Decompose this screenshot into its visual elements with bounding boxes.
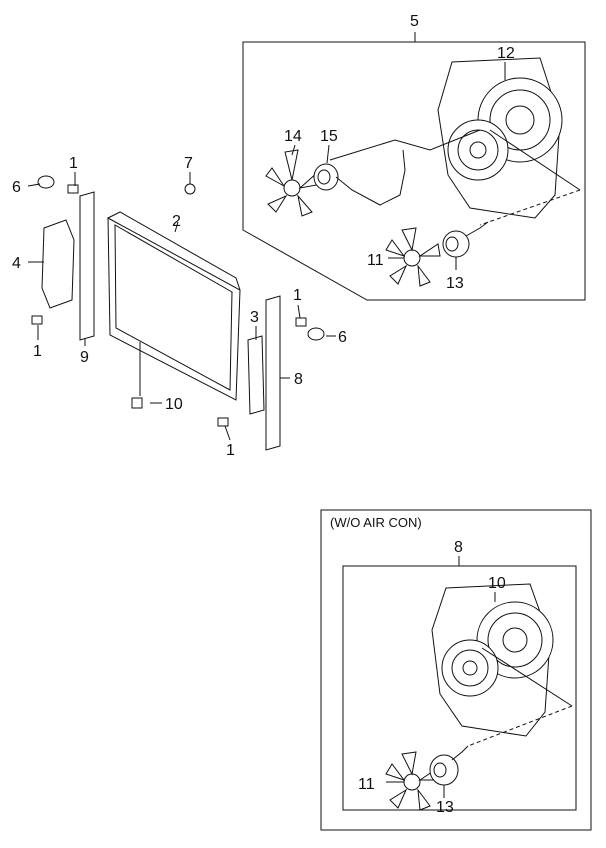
callout-7: 7 (184, 155, 193, 172)
inset-fan-motor-13 (429, 745, 469, 798)
left-bracket-9 (79, 191, 95, 341)
callout-12: 12 (497, 45, 515, 62)
inset-frame (320, 509, 592, 831)
callout-1-right: 1 (293, 287, 302, 304)
inset-callout-10: 10 (488, 575, 506, 592)
fan-blade-11 (385, 227, 441, 287)
callout-2: 2 (172, 213, 181, 230)
fan-assembly-box (242, 32, 586, 301)
bolts (31, 175, 325, 427)
callout-3: 3 (250, 309, 259, 326)
callout-11: 11 (367, 252, 384, 269)
callout-13: 13 (446, 275, 464, 292)
inset-callout-8: 8 (454, 539, 463, 556)
callout-1-top-left: 1 (69, 155, 78, 172)
fan-shroud-12 (437, 57, 581, 226)
callout-5: 5 (410, 13, 419, 30)
fan-motor-13 (442, 221, 489, 258)
inset-callout-11: 11 (358, 776, 375, 793)
inset-fan-blade-11 (385, 751, 441, 811)
callout-10: 10 (165, 396, 183, 413)
callout-9: 9 (80, 349, 89, 366)
callout-15: 15 (320, 128, 338, 145)
fan-motor-15 (313, 129, 481, 206)
inset-fan-shroud-10 (431, 583, 573, 747)
callout-6-left: 6 (12, 179, 21, 196)
callout-6-right: 6 (338, 329, 347, 346)
callout-4: 4 (12, 255, 21, 272)
fan-blade-14 (265, 149, 323, 217)
leader-lines (27, 62, 506, 441)
air-guard-4 (41, 219, 75, 309)
right-bracket-8 (265, 295, 281, 451)
callout-1-bottom-left: 1 (33, 343, 42, 360)
radiator-2 (107, 211, 241, 401)
inset-callout-13: 13 (436, 799, 454, 816)
inset-title: (W/O AIR CON) (330, 515, 422, 530)
callout-14: 14 (284, 128, 302, 145)
air-guard-3 (247, 335, 265, 415)
callout-8: 8 (294, 371, 303, 388)
callout-1-bottom-right: 1 (226, 442, 235, 459)
